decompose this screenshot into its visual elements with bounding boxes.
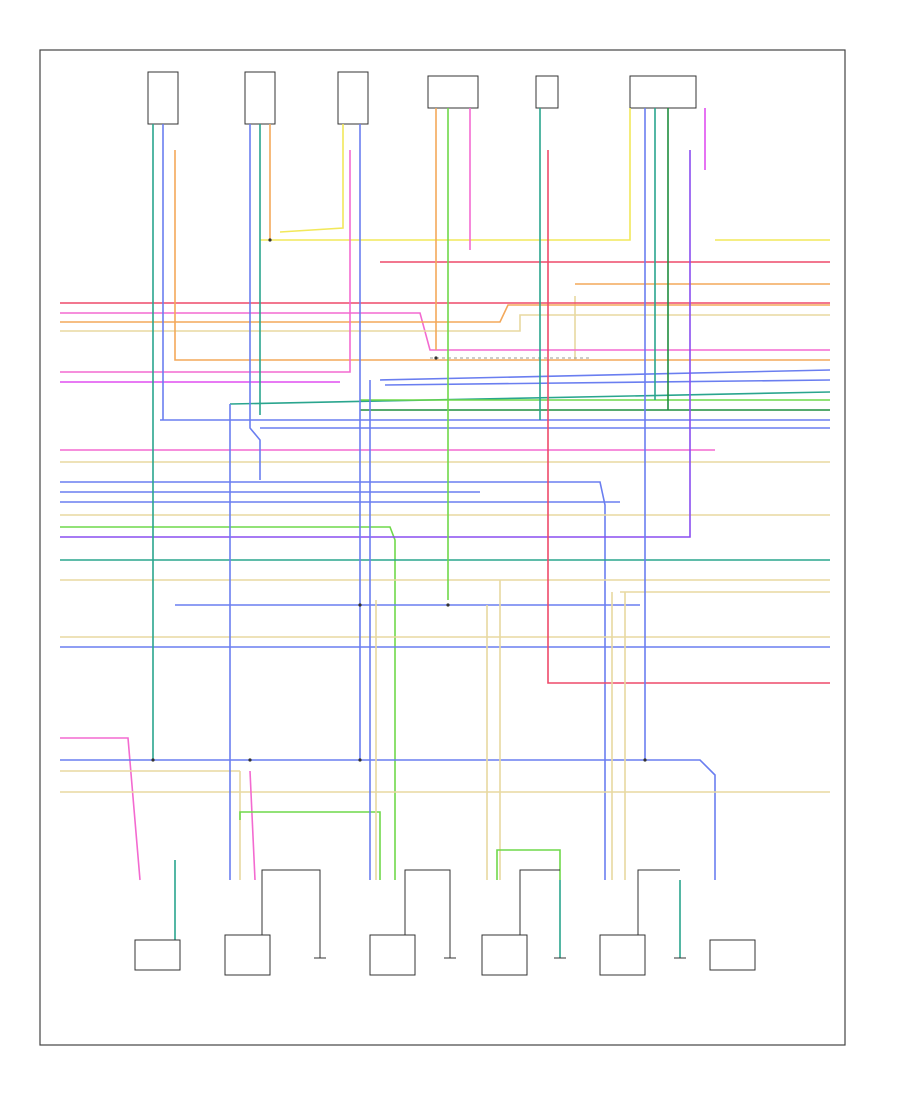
bottom-comp-4[interactable] xyxy=(481,934,528,976)
diagram-frame xyxy=(39,49,846,1046)
top-conn-6[interactable] xyxy=(629,75,697,109)
wire-blue-1 xyxy=(379,369,831,381)
ground-strap xyxy=(404,869,451,958)
wire-green-2 xyxy=(60,526,396,880)
bottom-comp-5[interactable] xyxy=(599,934,646,976)
wire-purple-1 xyxy=(60,150,691,538)
bottom-components xyxy=(134,869,756,976)
top-conn-3[interactable] xyxy=(337,71,369,125)
wire-yellow-1 xyxy=(260,108,631,241)
bus-wires xyxy=(60,108,831,881)
splice-dot xyxy=(151,758,155,762)
ground-strap xyxy=(261,869,321,958)
top-conn-4[interactable] xyxy=(427,75,479,109)
top-conn-1[interactable] xyxy=(147,71,179,125)
splice-dot xyxy=(358,758,362,762)
wire-teal-1 xyxy=(229,391,831,405)
top-conn-2[interactable] xyxy=(244,71,276,125)
bottom-comp-1[interactable] xyxy=(134,939,181,971)
bottom-drops xyxy=(174,380,681,958)
splice-dot xyxy=(446,603,450,607)
top-connectors xyxy=(147,71,697,125)
wire-orange-2 xyxy=(60,304,830,323)
wire-pink-1 xyxy=(60,150,351,373)
wire-blue-5 xyxy=(60,481,606,880)
bottom-comp-2[interactable] xyxy=(224,934,271,976)
low-green-2 xyxy=(496,849,561,880)
splice-dot xyxy=(643,758,647,762)
splice-dot xyxy=(268,238,272,242)
bottom-comp-6[interactable] xyxy=(709,939,756,971)
top-conn-5[interactable] xyxy=(535,75,559,109)
bottom-comp-3[interactable] xyxy=(369,934,416,976)
wire-blue-2 xyxy=(384,379,831,386)
ground-strap xyxy=(519,869,560,935)
splice-dot xyxy=(358,603,362,607)
wire-red-4 xyxy=(547,150,830,684)
low-pink-1 xyxy=(249,770,256,881)
wire-blue-10 xyxy=(60,759,716,880)
drop-blue-2 xyxy=(249,124,261,480)
ground-strap xyxy=(637,869,680,935)
vertical-drops xyxy=(152,108,706,760)
wire-tan-2 xyxy=(60,314,830,332)
wire-orange-3 xyxy=(174,150,830,361)
splice-dot xyxy=(248,758,252,762)
drop-yellow-1 xyxy=(279,124,344,233)
splices xyxy=(151,238,647,762)
splice-dot xyxy=(434,356,438,360)
low-green-1 xyxy=(239,811,381,880)
wire-pink-3 xyxy=(60,737,141,881)
